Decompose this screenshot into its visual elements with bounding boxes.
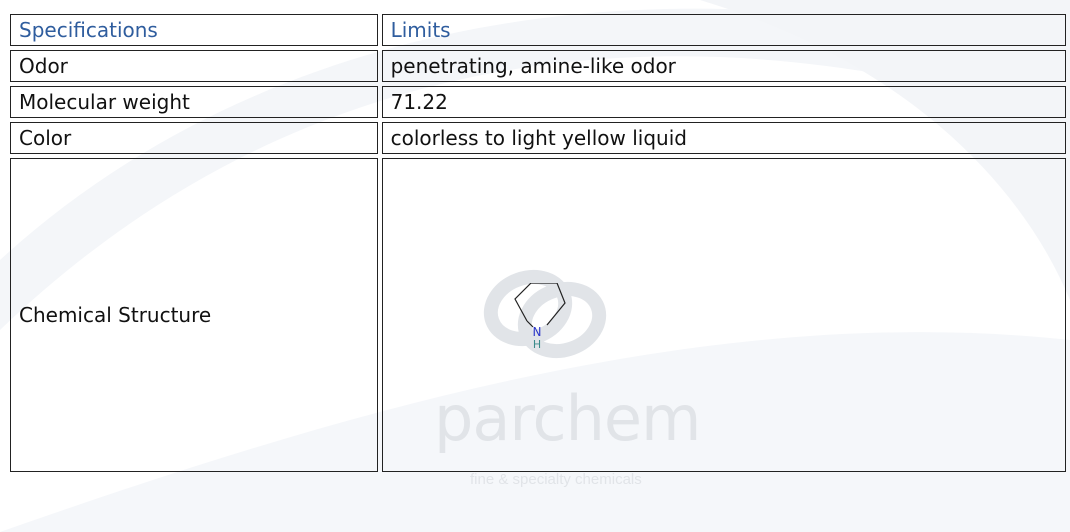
watermark-tagline: fine & specialty chemicals	[470, 471, 642, 488]
table-row-color: Color colorless to light yellow liquid	[10, 122, 1066, 154]
table-row-odor: Odor penetrating, amine-like odor	[10, 50, 1066, 82]
table-row-chemical-structure: Chemical Structure N H	[10, 158, 1066, 472]
spec-cell: Odor	[10, 50, 378, 82]
table-header-row: Specifications Limits	[10, 14, 1066, 46]
parchem-logo-icon	[483, 269, 607, 359]
limit-cell: 71.22	[381, 86, 1066, 118]
atom-n-label: N	[532, 325, 541, 339]
table-row-molecular-weight: Molecular weight 71.22	[10, 86, 1066, 118]
spec-cell: Chemical Structure	[10, 158, 378, 472]
spec-cell: Color	[10, 122, 378, 154]
pyrrolidine-structure-icon: N H	[513, 283, 566, 351]
parchem-watermark: parchem fine & specialty chemicals	[400, 258, 701, 498]
watermark-word: parchem	[434, 382, 701, 455]
atom-h-label: H	[532, 338, 540, 351]
structure-cell: N H	[381, 158, 1066, 472]
header-specifications: Specifications	[10, 14, 378, 46]
limit-cell: penetrating, amine-like odor	[381, 50, 1066, 82]
spec-cell: Molecular weight	[10, 86, 378, 118]
limit-cell: colorless to light yellow liquid	[381, 122, 1066, 154]
header-limits: Limits	[381, 14, 1066, 46]
specifications-table: Specifications Limits Odor penetrating, …	[6, 10, 1070, 476]
